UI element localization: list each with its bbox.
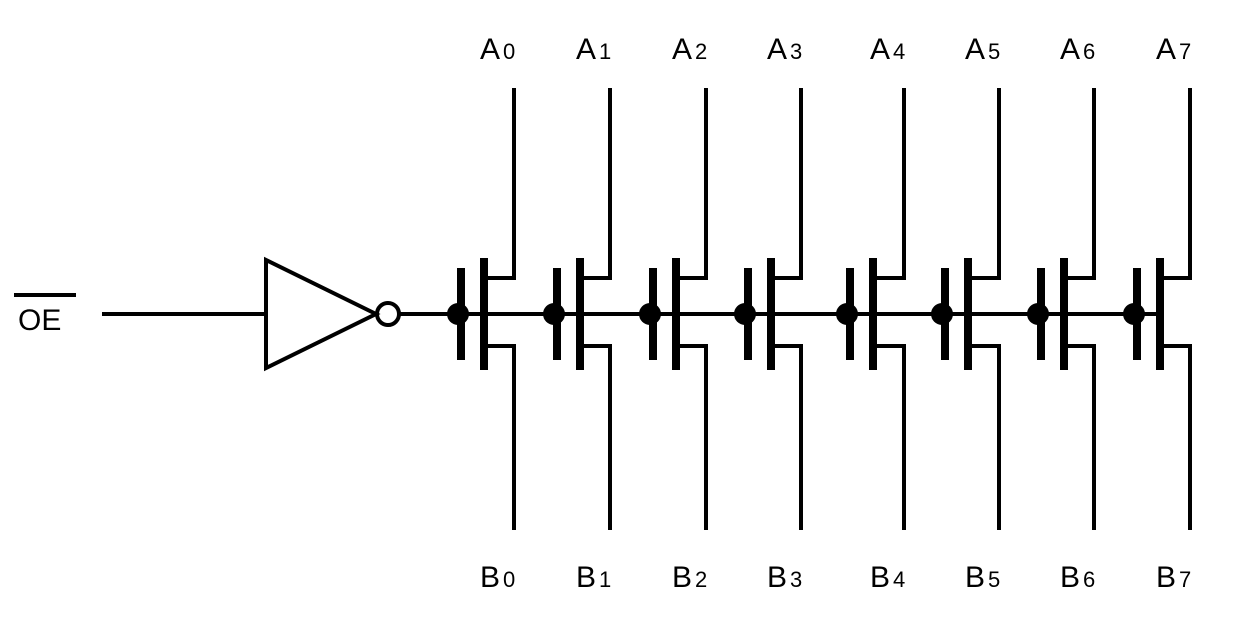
label-b6-number: 6 xyxy=(1083,567,1095,592)
label-a0-letter: A xyxy=(480,33,500,66)
oe-input-label: OE xyxy=(14,293,76,337)
label-a4-letter: A xyxy=(870,33,890,66)
label-a3-letter: A xyxy=(767,33,787,66)
a-lead-0 xyxy=(484,88,516,280)
a-lead-1 xyxy=(580,88,612,280)
label-b6-letter: B xyxy=(1060,561,1080,594)
label-b4-number: 4 xyxy=(893,567,905,592)
label-a6-number: 6 xyxy=(1083,39,1095,64)
b-lead-6 xyxy=(1064,344,1096,530)
b-lead-1 xyxy=(580,344,612,530)
label-b2-letter: B xyxy=(672,561,692,594)
label-a0-number: 0 xyxy=(503,39,515,64)
label-a3-number: 3 xyxy=(790,39,802,64)
label-b3-letter: B xyxy=(767,561,787,594)
inverter-buffer xyxy=(264,256,381,372)
oe-label-text: OE xyxy=(18,304,61,337)
label-b5-number: 5 xyxy=(988,567,1000,592)
label-b0-number: 0 xyxy=(503,567,515,592)
a-lead-4 xyxy=(873,88,906,280)
b-lead-3 xyxy=(771,344,803,530)
a-lead-3 xyxy=(771,88,803,280)
label-a1-number: 1 xyxy=(599,39,611,64)
b-lead-4 xyxy=(873,344,906,530)
label-b5-letter: B xyxy=(965,561,985,594)
label-b1-number: 1 xyxy=(599,567,611,592)
a-lead-7 xyxy=(1160,88,1192,280)
b-lead-5 xyxy=(968,344,1001,530)
label-b7-letter: B xyxy=(1156,561,1176,594)
label-a2-letter: A xyxy=(672,33,692,66)
label-a1-letter: A xyxy=(576,33,596,66)
b-lead-7 xyxy=(1160,344,1192,530)
a-lead-5 xyxy=(968,88,1001,280)
label-b2-number: 2 xyxy=(695,567,707,592)
label-b3-number: 3 xyxy=(790,567,802,592)
label-a6-letter: A xyxy=(1060,33,1080,66)
a-lead-2 xyxy=(676,88,708,280)
a-lead-6 xyxy=(1064,88,1096,280)
label-a7-number: 7 xyxy=(1179,39,1191,64)
label-b7-number: 7 xyxy=(1179,567,1191,592)
label-b0-letter: B xyxy=(480,561,500,594)
label-b1-letter: B xyxy=(576,561,596,594)
label-b4-letter: B xyxy=(870,561,890,594)
label-a2-number: 2 xyxy=(695,39,707,64)
b-lead-2 xyxy=(676,344,708,530)
label-a5-letter: A xyxy=(965,33,985,66)
label-a4-number: 4 xyxy=(893,39,905,64)
b-lead-0 xyxy=(484,344,516,530)
label-a5-number: 5 xyxy=(988,39,1000,64)
label-a7-letter: A xyxy=(1156,33,1176,66)
